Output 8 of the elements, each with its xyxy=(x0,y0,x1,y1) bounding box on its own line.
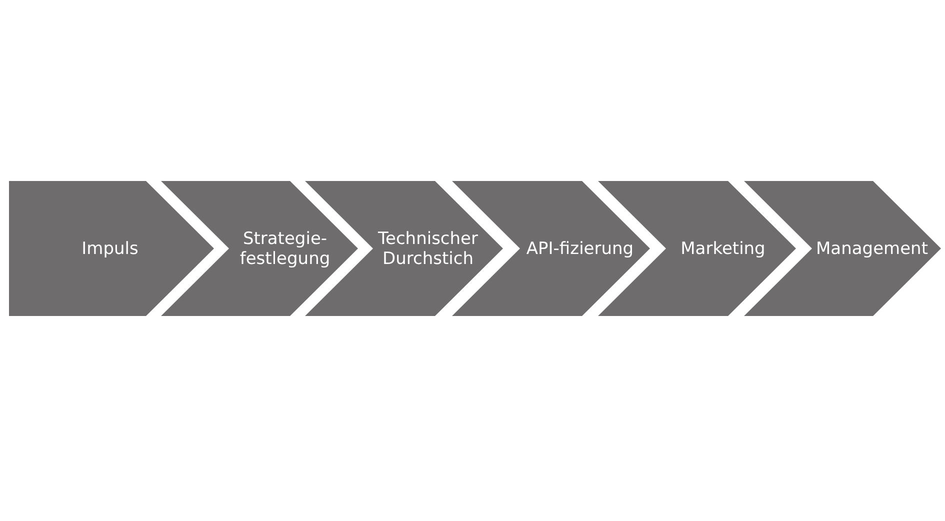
step-label: Marketing xyxy=(680,238,766,258)
chevron-step xyxy=(161,181,358,316)
step-label: Management xyxy=(816,238,928,258)
step-label: API-fizierung xyxy=(526,238,634,258)
step-label: Impuls xyxy=(82,238,138,258)
step-label: Strategie- festlegung xyxy=(239,228,331,268)
step-label: Technischer Durchstich xyxy=(377,228,479,268)
chevron-step xyxy=(9,181,214,316)
